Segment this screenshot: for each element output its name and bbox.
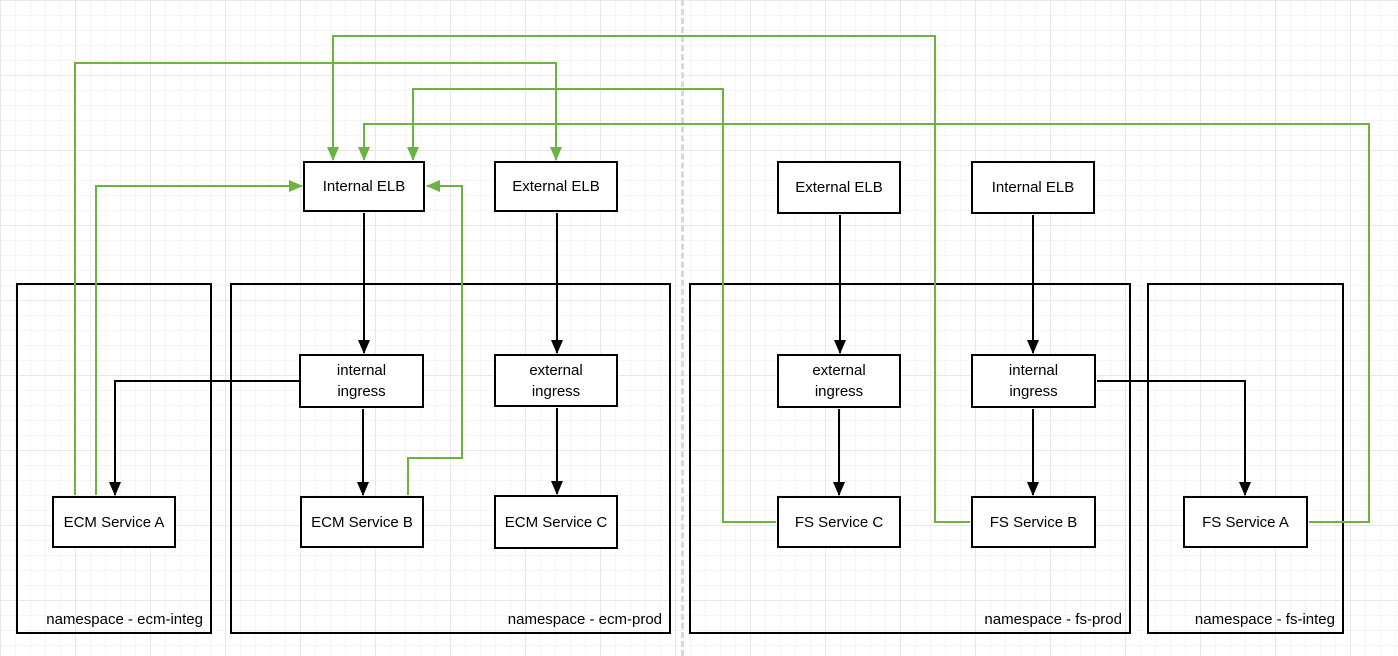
node-fs-service-a[interactable]: FS Service A	[1183, 496, 1308, 548]
edge-fs-service-c-to-internal-elb-ecm	[407, 88, 776, 523]
node-label-fs-service-c: FS Service C	[794, 513, 884, 531]
namespace-label-fs-prod: namespace - fs-prod	[984, 611, 1122, 628]
node-external-elb-ecm[interactable]: External ELB	[494, 161, 618, 212]
namespace-ecm-integ[interactable]: namespace - ecm-integ	[16, 283, 212, 634]
node-label-internal-ingress-fs: internal ingress	[1008, 362, 1059, 400]
node-internal-ingress-ecm[interactable]: internal ingress	[299, 354, 424, 408]
node-label-external-elb-ecm: External ELB	[512, 178, 600, 195]
node-internal-elb-fs[interactable]: Internal ELB	[971, 161, 1095, 214]
node-fs-service-b[interactable]: FS Service B	[971, 496, 1096, 548]
namespace-label-ecm-prod: namespace - ecm-prod	[507, 611, 662, 628]
edge-ecm-service-a-to-external-elb-ecm	[74, 62, 562, 495]
edge-fs-service-b-to-internal-elb-ecm	[327, 35, 970, 523]
edge-fs-service-a-to-internal-elb-ecm	[358, 123, 1370, 523]
node-label-internal-ingress-ecm: internal ingress	[336, 362, 387, 400]
node-label-external-ingress-ecm: external ingress	[529, 361, 583, 400]
node-internal-ingress-fs[interactable]: internal ingress	[971, 354, 1096, 408]
node-fs-service-c[interactable]: FS Service C	[777, 496, 901, 548]
node-label-fs-service-a: FS Service A	[1202, 513, 1289, 531]
node-label-ecm-service-a: ECM Service A	[63, 513, 165, 531]
namespace-ecm-prod[interactable]: namespace - ecm-prod	[230, 283, 671, 634]
namespace-label-ecm-integ: namespace - ecm-integ	[46, 611, 203, 628]
node-label-fs-service-b: FS Service B	[989, 513, 1078, 531]
node-label-internal-elb-ecm: Internal ELB	[322, 178, 406, 195]
namespace-fs-prod[interactable]: namespace - fs-prod	[689, 283, 1131, 634]
edge-internal-ingress-ecm-to-ecm-service-a	[109, 380, 299, 496]
node-label-ecm-service-c: ECM Service C	[504, 513, 608, 531]
node-ecm-service-a[interactable]: ECM Service A	[52, 496, 176, 548]
node-external-ingress-ecm[interactable]: external ingress	[494, 354, 618, 407]
node-external-elb-fs[interactable]: External ELB	[777, 161, 901, 214]
node-label-ecm-service-b: ECM Service B	[311, 513, 413, 531]
namespace-fs-integ[interactable]: namespace - fs-integ	[1147, 283, 1344, 634]
node-ecm-service-b[interactable]: ECM Service B	[300, 496, 424, 548]
namespace-label-fs-integ: namespace - fs-integ	[1194, 611, 1335, 628]
node-label-external-elb-fs: External ELB	[795, 179, 883, 196]
node-label-internal-elb-fs: Internal ELB	[991, 179, 1075, 196]
node-ecm-service-c[interactable]: ECM Service C	[494, 495, 618, 549]
node-label-external-ingress-fs: external ingress	[812, 362, 866, 400]
node-internal-elb-ecm[interactable]: Internal ELB	[303, 161, 425, 212]
environment-divider-dashed-line	[681, 0, 684, 656]
edge-ecm-service-b-to-internal-elb-ecm	[407, 180, 463, 495]
edge-internal-ingress-fs-to-fs-service-a	[1097, 380, 1251, 496]
node-external-ingress-fs[interactable]: external ingress	[777, 354, 901, 408]
edge-ecm-service-a-to-internal-elb-ecm	[95, 180, 303, 495]
